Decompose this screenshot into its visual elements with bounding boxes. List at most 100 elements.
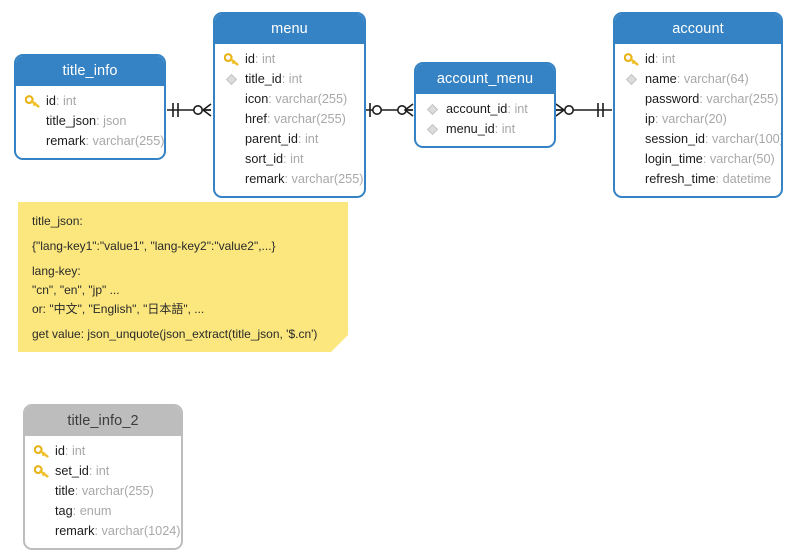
field-menu-icon: icon: varchar(255) — [245, 92, 348, 106]
entity-title_info_2[interactable]: title_info_2 id: int — [23, 404, 183, 550]
field-type: enum — [79, 504, 112, 518]
entity-account[interactable]: account id: int name: varc — [613, 12, 783, 198]
field-name: account_id — [446, 102, 508, 116]
entity-title_info_2-header: title_info_2 — [25, 406, 181, 436]
field-type: varchar(255) — [273, 112, 346, 126]
field-title_info_2-remark: remark: varchar(1024) — [55, 524, 181, 538]
field-type: varchar(50) — [709, 152, 775, 166]
field-name: parent_id — [245, 132, 298, 146]
field-type: datetime — [722, 172, 772, 186]
note-line-6: get value: json_unquote(json_extract(tit… — [32, 327, 318, 341]
diamond-icon — [622, 69, 640, 89]
note-line-4: "cn", "en", "jp" ... — [32, 283, 120, 297]
note-line-2: {"lang-key1":"value1", "lang-key2":"valu… — [32, 239, 276, 253]
field-account-session_id: session_id: varchar(100) — [645, 132, 783, 146]
field-name: id — [55, 444, 65, 458]
field-menu-title_id: title_id: int — [215, 69, 364, 89]
entity-menu[interactable]: menu id: int title_id: int — [213, 12, 366, 198]
field-name: icon — [245, 92, 269, 106]
diamond-icon — [423, 119, 441, 139]
field-menu-remark: remark: varchar(255) — [245, 172, 364, 186]
entity-title_info[interactable]: title_info id: int title_json: json rema… — [14, 54, 166, 160]
field-menu-href: href: varchar(255) — [245, 112, 346, 126]
field-title_info_2-tag: tag: enum — [55, 504, 112, 518]
entity-title_info-header: title_info — [16, 56, 164, 86]
diamond-icon — [423, 99, 441, 119]
key-icon — [32, 461, 50, 481]
entity-menu-header: menu — [215, 14, 364, 44]
field-type: varchar(255) — [92, 134, 165, 148]
note-line-1: title_json: — [32, 214, 83, 228]
field-account-name: name: varchar(64) — [615, 69, 781, 89]
field-account_menu-menu_id: menu_id: int — [416, 119, 554, 139]
key-icon — [23, 91, 41, 111]
field-name: session_id — [645, 132, 705, 146]
relationship-menu-account_menu — [366, 103, 414, 117]
note-line-3: lang-key: — [32, 264, 81, 278]
field-type: int — [62, 94, 77, 108]
field-type: int — [514, 102, 528, 116]
entity-account_menu-fields: account_id: int menu_id: int — [416, 94, 554, 146]
field-account-id: id: int — [615, 49, 781, 69]
field-title_info-id: id: int — [16, 91, 164, 111]
field-type: int — [288, 72, 303, 86]
field-name: title — [55, 484, 75, 498]
field-name: menu_id — [446, 122, 495, 136]
field-account-login_time: login_time: varchar(50) — [645, 152, 775, 166]
field-title_info-title_json: title_json: json — [46, 114, 127, 128]
entity-menu-fields: id: int title_id: int icon: varchar(255)… — [215, 44, 364, 196]
field-type: int — [661, 52, 676, 66]
field-type: json — [103, 114, 127, 128]
entity-account_menu-header: account_menu — [416, 64, 554, 94]
field-title_info_2-set_id: set_id: int — [25, 461, 181, 481]
field-type: int — [71, 444, 86, 458]
field-account-password: password: varchar(255) — [645, 92, 779, 106]
field-menu-parent_id: parent_id: int — [245, 132, 319, 146]
field-name: sort_id — [245, 152, 284, 166]
field-name: ip — [645, 112, 655, 126]
field-type: varchar(1024) — [101, 524, 181, 538]
entity-account_menu[interactable]: account_menu account_id: int menu_id: in… — [414, 62, 556, 148]
entity-account-header: account — [615, 14, 781, 44]
field-type: varchar(255) — [275, 92, 348, 106]
field-account_menu-account_id: account_id: int — [416, 99, 554, 119]
field-name: id — [645, 52, 655, 66]
relationship-title_info-menu — [167, 103, 212, 117]
field-type: int — [95, 464, 110, 478]
field-title_info_2-title: title: varchar(255) — [55, 484, 154, 498]
field-name: set_id — [55, 464, 89, 478]
field-type: varchar(255) — [706, 92, 779, 106]
field-name: id — [46, 94, 56, 108]
key-icon — [32, 441, 50, 461]
field-title_info-remark: remark: varchar(255) — [46, 134, 165, 148]
note-fold-corner — [331, 335, 348, 352]
field-name: login_time — [645, 152, 703, 166]
field-name: password — [645, 92, 700, 106]
diamond-icon — [222, 69, 240, 89]
field-type: varchar(100) — [712, 132, 783, 146]
field-type: varchar(255) — [81, 484, 154, 498]
field-account-refresh_time: refresh_time: datetime — [645, 172, 772, 186]
field-name: remark — [245, 172, 285, 186]
field-name: refresh_time — [645, 172, 716, 186]
entity-account-fields: id: int name: varchar(64) password: varc… — [615, 44, 781, 196]
field-name: title_json — [46, 114, 97, 128]
note-title-json[interactable]: title_json: {"lang-key1":"value1", "lang… — [18, 202, 348, 352]
field-name: name — [645, 72, 677, 86]
field-menu-id: id: int — [215, 49, 364, 69]
field-name: remark — [46, 134, 86, 148]
entity-title_info_2-fields: id: int set_id: int title: varchar(255) … — [25, 436, 181, 548]
field-account-ip: ip: varchar(20) — [645, 112, 727, 126]
note-line-5: or: "中文", "English", "日本語", ... — [32, 302, 205, 316]
field-type: int — [501, 122, 516, 136]
field-name: remark — [55, 524, 95, 538]
entity-title_info-fields: id: int title_json: json remark: varchar… — [16, 86, 164, 158]
field-type: int — [290, 152, 304, 166]
field-type: int — [261, 52, 276, 66]
key-icon — [222, 49, 240, 69]
field-type: varchar(255) — [291, 172, 364, 186]
key-icon — [622, 49, 640, 69]
field-name: id — [245, 52, 255, 66]
relationship-account_menu-account — [555, 103, 612, 117]
